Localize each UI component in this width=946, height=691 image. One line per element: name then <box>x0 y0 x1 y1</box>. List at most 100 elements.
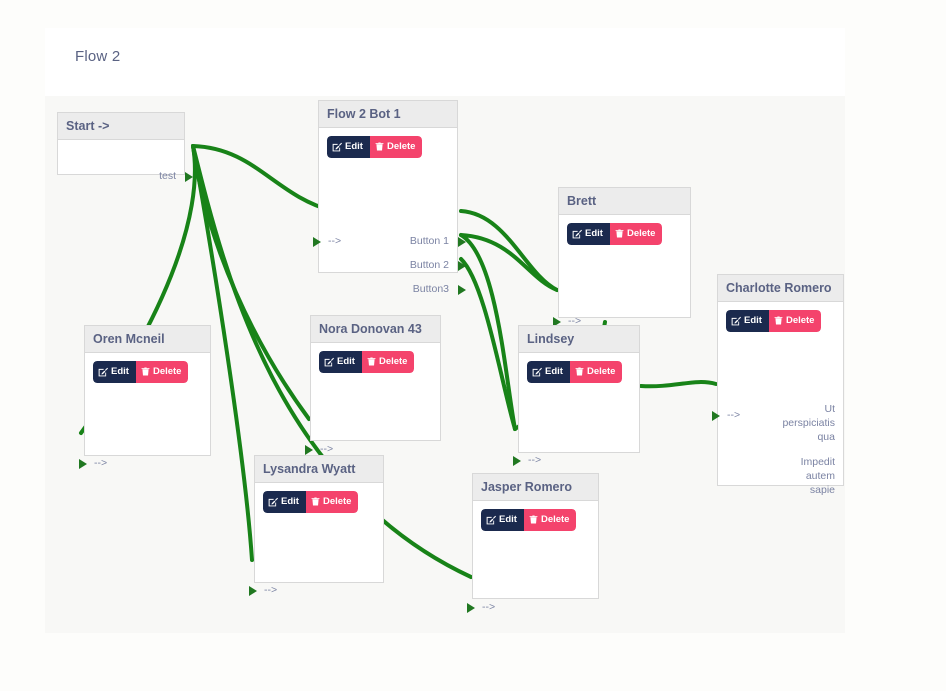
node-body: Edit Delete --> <box>305 343 440 455</box>
flow-edge[interactable] <box>459 257 517 431</box>
flow-edge[interactable] <box>459 233 517 431</box>
pencil-square-icon <box>98 367 108 377</box>
input-port[interactable]: --> <box>264 584 278 596</box>
edit-button[interactable]: Edit <box>567 223 610 245</box>
edit-button[interactable]: Edit <box>93 361 136 383</box>
delete-button[interactable]: Delete <box>369 136 423 158</box>
node-body: test <box>58 140 193 182</box>
input-port[interactable]: --> <box>568 315 582 327</box>
node-body: Edit Delete --> <box>467 501 598 613</box>
node-text-line: Impedit <box>800 456 835 468</box>
node-title: Flow 2 Bot 1 <box>319 101 457 128</box>
delete-button[interactable]: Delete <box>569 361 623 383</box>
node-body: Edit Delete --> <box>79 353 210 469</box>
edit-button[interactable]: Edit <box>527 361 570 383</box>
delete-button-label: Delete <box>785 315 815 326</box>
input-port[interactable]: --> <box>328 235 342 247</box>
delete-button-label: Delete <box>386 141 416 152</box>
flow-node-nora[interactable]: Nora Donovan 43 Edit Delete --> <box>305 315 441 455</box>
trash-icon <box>774 316 783 325</box>
flow-edge[interactable] <box>639 380 718 389</box>
input-port-arrow-icon <box>305 445 313 455</box>
node-title: Nora Donovan 43 <box>311 316 440 343</box>
delete-button-label: Delete <box>378 356 408 367</box>
edit-button-label: Edit <box>744 315 762 326</box>
pencil-square-icon <box>532 367 542 377</box>
node-body: Edit Delete --> <box>249 483 383 596</box>
output-port-arrow-icon <box>458 261 466 271</box>
node-text-line: perspiciatis <box>782 417 835 429</box>
node-title: Lysandra Wyatt <box>255 456 383 483</box>
input-port[interactable]: --> <box>528 454 542 466</box>
output-port-arrow-icon <box>458 285 466 295</box>
delete-button[interactable]: Delete <box>361 351 415 373</box>
page-title: Flow 2 <box>75 48 121 65</box>
node-text-line: Ut <box>824 403 836 415</box>
flow-node-flow2bot1[interactable]: Flow 2 Bot 1 Edit Delete --> Button 1 Button … <box>313 100 466 295</box>
node-title: Oren Mcneil <box>85 326 210 353</box>
delete-button-label: Delete <box>586 366 616 377</box>
pencil-square-icon <box>268 497 278 507</box>
trash-icon <box>529 515 538 524</box>
delete-button-label: Delete <box>626 228 656 239</box>
node-text-line: autem <box>805 470 835 482</box>
delete-button-label: Delete <box>540 514 570 525</box>
flow-edge[interactable] <box>459 209 559 292</box>
node-action-row: Edit Delete <box>567 223 663 245</box>
input-port[interactable]: --> <box>482 601 496 613</box>
output-port[interactable]: Button 1 <box>409 235 449 247</box>
node-action-row: Edit Delete <box>481 509 577 531</box>
edit-button-label: Edit <box>545 366 563 377</box>
edit-button-label: Edit <box>337 356 355 367</box>
delete-button[interactable]: Delete <box>135 361 189 383</box>
trash-icon <box>615 229 624 238</box>
edit-button-label: Edit <box>345 141 363 152</box>
input-port-arrow-icon <box>513 456 521 466</box>
node-text-block: Impedit autem sapie <box>763 455 835 497</box>
edit-button[interactable]: Edit <box>481 509 524 531</box>
trash-icon <box>311 497 320 506</box>
input-port[interactable]: --> <box>320 443 334 455</box>
flow-edge[interactable] <box>459 233 559 292</box>
input-port-arrow-icon <box>249 586 257 596</box>
node-text-block: Ut perspiciatis qua <box>763 402 835 444</box>
input-port[interactable]: --> <box>94 457 108 469</box>
input-port[interactable]: --> <box>727 409 741 421</box>
output-port[interactable]: test <box>159 170 176 182</box>
output-port[interactable]: Button3 <box>412 283 449 295</box>
edit-button[interactable]: Edit <box>726 310 769 332</box>
node-action-row: Edit Delete <box>327 136 423 158</box>
edit-button[interactable]: Edit <box>327 136 370 158</box>
pencil-square-icon <box>324 357 334 367</box>
trash-icon <box>367 357 376 366</box>
node-action-row: Edit Delete <box>527 361 623 383</box>
delete-button[interactable]: Delete <box>305 491 359 513</box>
edit-button[interactable]: Edit <box>319 351 362 373</box>
node-action-row: Edit Delete <box>263 491 359 513</box>
edit-button[interactable]: Edit <box>263 491 306 513</box>
node-text-line: sapie <box>809 484 835 496</box>
output-port[interactable]: Button 2 <box>409 259 449 271</box>
header-bar: Flow 2 <box>45 28 845 96</box>
node-body: Edit Delete --> Button 1 Button 2 Button3 <box>313 128 466 295</box>
delete-button[interactable]: Delete <box>523 509 577 531</box>
node-text-line: qua <box>817 431 835 443</box>
delete-button-label: Delete <box>152 366 182 377</box>
node-title: Jasper Romero <box>473 474 598 501</box>
delete-button[interactable]: Delete <box>768 310 822 332</box>
delete-button[interactable]: Delete <box>609 223 663 245</box>
delete-button-label: Delete <box>322 496 352 507</box>
flow-node-start[interactable]: Start -> test <box>57 112 193 182</box>
node-body: Edit Delete --> <box>553 215 690 327</box>
node-title: Brett <box>559 188 690 215</box>
node-title: Start -> <box>58 113 184 140</box>
flow-edge[interactable] <box>191 144 335 213</box>
